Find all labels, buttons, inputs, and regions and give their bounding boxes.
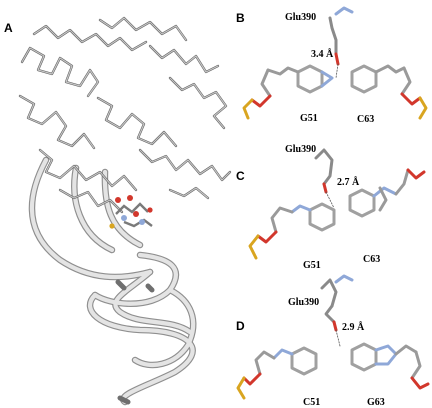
panel-b-left-base-label: G51: [300, 113, 318, 124]
active-site-residues: [109, 195, 153, 229]
protein-backbone: [18, 16, 232, 214]
panel-c-residue-label: Glu390: [285, 144, 316, 155]
panel-d-molecules: [236, 274, 430, 400]
panel-b-letter: B: [236, 11, 245, 25]
panel-d-right-base-label: G63: [367, 397, 385, 408]
panel-c-molecules: [248, 148, 426, 260]
panel-d-letter: D: [236, 319, 245, 333]
panel-d-residue-label: Glu390: [288, 297, 319, 308]
panel-c-letter: C: [236, 169, 245, 183]
panel-d-distance-label: 2.9 Å: [342, 321, 365, 333]
panel-b-residue-label: Glu390: [285, 12, 316, 23]
rna-ribbon: [28, 156, 197, 406]
panel-a-letter: A: [4, 21, 13, 35]
panel-c-distance-label: 2.7 Å: [337, 176, 360, 188]
panel-b-distance-label: 3.4 Å: [311, 48, 334, 60]
panel-a: A: [4, 16, 232, 406]
panel-d-left-base-label: C51: [303, 397, 320, 408]
panel-d: D Glu390 2.9 Å C51 G63: [236, 274, 430, 408]
panel-b: B Glu390 3.4 Å G51 C63: [236, 6, 428, 125]
panel-b-molecules: [242, 6, 428, 120]
panel-b-right-base-label: C63: [357, 114, 374, 125]
panel-c-left-base-label: G51: [303, 260, 321, 271]
panel-c: C Glu390 2.7 Å G51 C63: [236, 144, 426, 271]
panel-c-right-base-label: C63: [363, 254, 380, 265]
